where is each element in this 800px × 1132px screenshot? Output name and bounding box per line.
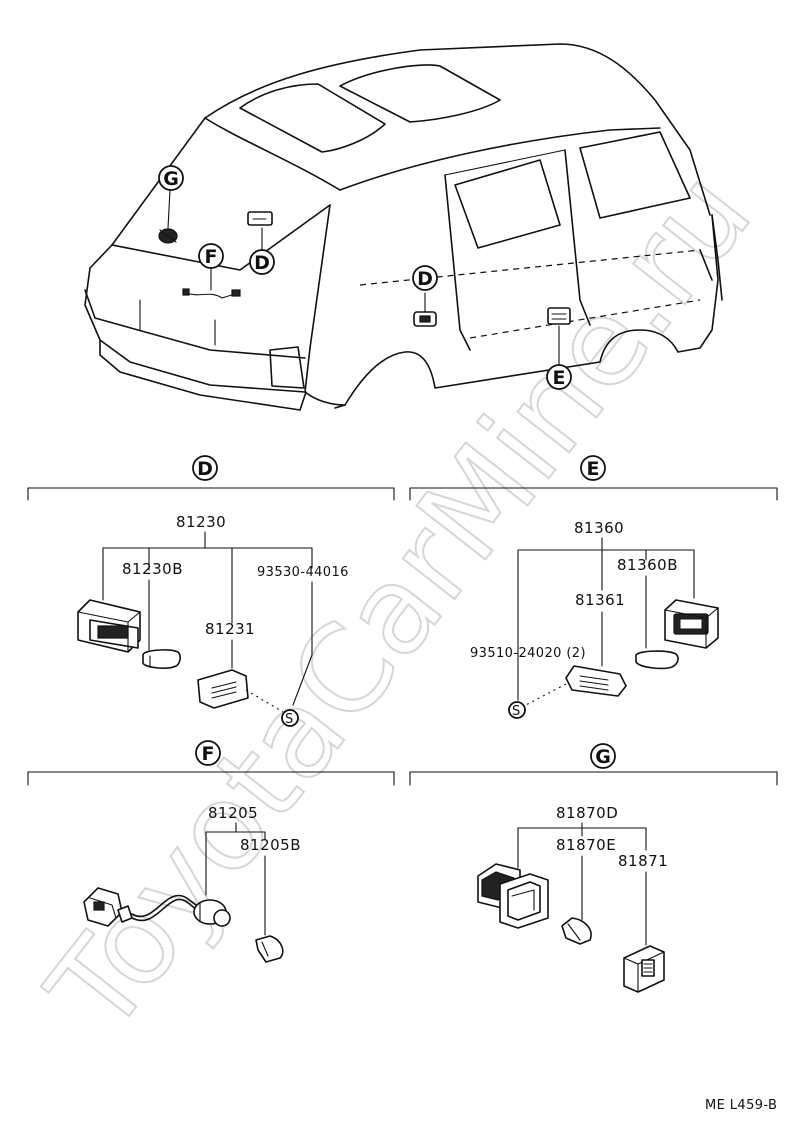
section-d-header[interactable]: D <box>192 455 218 481</box>
van-lamp-d2 <box>413 311 437 327</box>
part-81205[interactable]: 81205 <box>208 804 258 822</box>
screw-symbol-e: S <box>508 701 526 719</box>
part-81870d[interactable]: 81870D <box>556 804 618 822</box>
section-d-bracket <box>27 487 395 501</box>
part-81231-lens-drawing <box>197 669 249 709</box>
callout-e-overview[interactable]: E <box>546 364 572 390</box>
callout-d-overview-2[interactable]: D <box>412 265 438 291</box>
van-lamp-e <box>547 307 571 325</box>
watermark-text: ToyotaCarMine.ru <box>23 146 779 1058</box>
section-e-bracket <box>409 487 778 501</box>
part-81360b-bulb-drawing <box>635 650 679 670</box>
svg-text:S: S <box>512 704 521 719</box>
part-81870d-housing-drawing <box>477 863 549 929</box>
part-81230-housing-drawing <box>77 599 141 653</box>
section-e-header[interactable]: E <box>580 455 606 481</box>
van-room-lamp-g <box>158 228 178 244</box>
part-81205b-bulb-drawing <box>255 935 284 963</box>
van-lamp-d1 <box>247 211 273 226</box>
part-81231[interactable]: 81231 <box>205 620 255 638</box>
part-81230b-bulb-drawing <box>142 649 181 669</box>
callout-d-overview-2-label: D <box>417 268 433 290</box>
section-g-bracket <box>409 771 778 786</box>
part-81361-lens-drawing <box>565 665 627 697</box>
callout-d-overview-1[interactable]: D <box>249 249 275 275</box>
part-81871-lens-drawing <box>623 945 665 993</box>
part-81361[interactable]: 81361 <box>575 591 625 609</box>
section-f-bracket <box>27 771 395 786</box>
screw-symbol-d: S <box>281 709 299 727</box>
part-81205-socket-drawing <box>83 887 231 927</box>
van-illustration <box>84 43 723 411</box>
section-e: E 81360 81360B 81361 93510-24020 (2) S <box>409 455 778 719</box>
section-g-label: G <box>595 746 611 768</box>
part-81360-housing-drawing <box>664 599 719 649</box>
part-81205b[interactable]: 81205B <box>240 836 301 854</box>
section-g-header[interactable]: G <box>590 743 616 769</box>
callout-f-overview-label: F <box>205 246 218 268</box>
part-93510-24020[interactable]: 93510-24020 (2) <box>470 646 586 661</box>
part-81870e-bulb-drawing <box>561 917 592 945</box>
part-81360b[interactable]: 81360B <box>617 556 678 574</box>
diagram-code: ME L459-B <box>705 1098 777 1113</box>
callout-e-overview-label: E <box>553 367 566 389</box>
part-93530-44016[interactable]: 93530-44016 <box>257 565 349 580</box>
part-81870e[interactable]: 81870E <box>556 836 616 854</box>
part-81871[interactable]: 81871 <box>618 852 668 870</box>
section-d: D 81230 81230B 93530-44016 81231 S <box>27 455 395 727</box>
section-f-label: F <box>202 743 215 765</box>
van-wire-f <box>182 288 241 299</box>
part-81360[interactable]: 81360 <box>574 519 624 537</box>
section-f-header[interactable]: F <box>195 740 221 766</box>
section-g: G 81870D 81870E 81871 <box>409 743 778 993</box>
part-81230[interactable]: 81230 <box>176 513 226 531</box>
part-81230b[interactable]: 81230B <box>122 560 183 578</box>
callout-d-overview-1-label: D <box>254 252 270 274</box>
callout-g-overview[interactable]: G <box>158 165 184 191</box>
section-e-label: E <box>587 458 600 480</box>
callout-g-overview-label: G <box>163 168 179 190</box>
section-d-label: D <box>197 458 213 480</box>
svg-text:S: S <box>285 712 294 727</box>
callout-f-overview[interactable]: F <box>198 243 224 269</box>
section-f: F 81205 81205B <box>27 740 395 963</box>
